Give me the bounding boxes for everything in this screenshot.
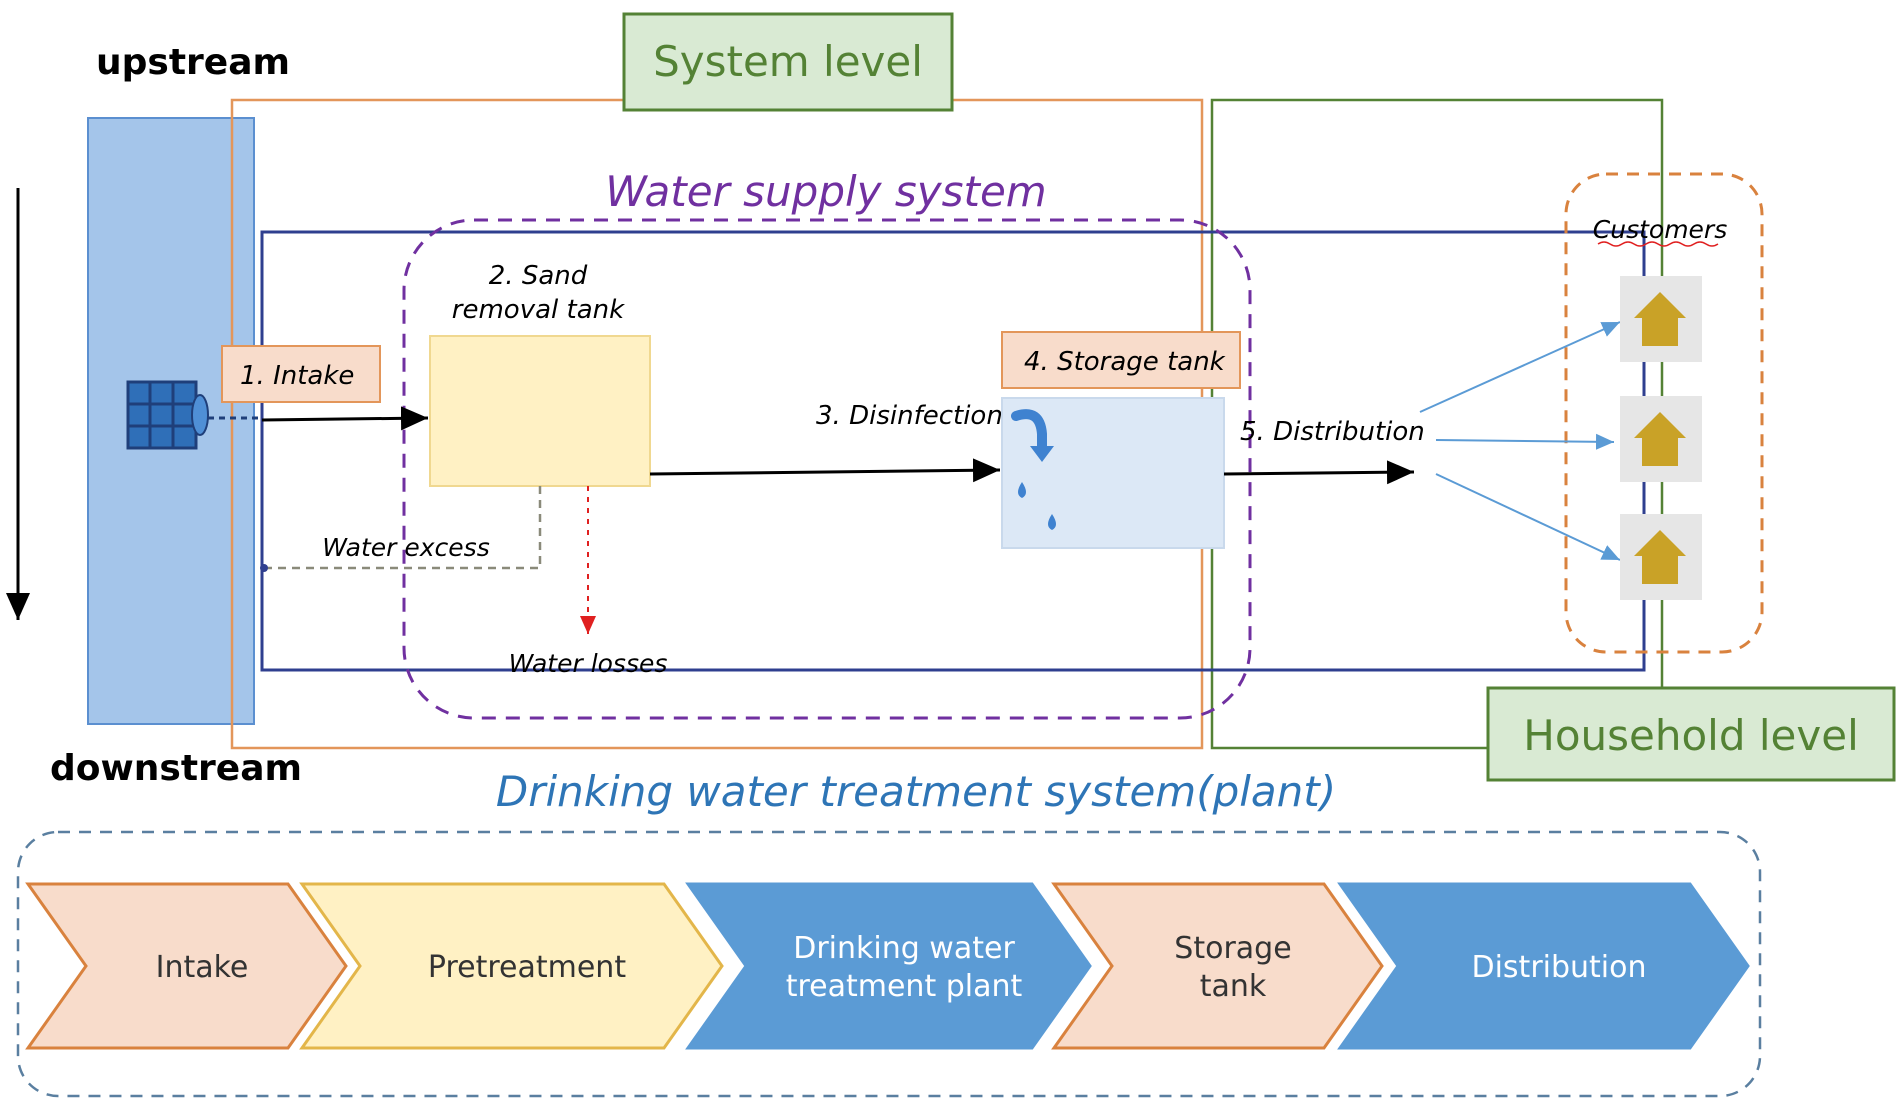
water-supply-system-title: Water supply system bbox=[605, 167, 1046, 216]
water-supply-system-frame bbox=[402, 218, 1252, 720]
drop-icon bbox=[1018, 482, 1026, 498]
process-step-chevron bbox=[685, 882, 1092, 1050]
process-step-label: Pretreatment bbox=[428, 950, 626, 985]
downstream-label: downstream bbox=[50, 748, 302, 789]
intake-step-label: 1. Intake bbox=[240, 361, 354, 391]
sand-removal-tank bbox=[429, 335, 651, 487]
house-icon bbox=[1620, 276, 1702, 362]
process-step-label: Drinking water bbox=[793, 931, 1015, 966]
process-step-chevron bbox=[1337, 882, 1750, 1050]
water-excess-line bbox=[262, 486, 542, 570]
water-excess-label: Water excess bbox=[322, 533, 489, 562]
process-step-label: Storage bbox=[1174, 931, 1291, 966]
process-step-chevron bbox=[25, 882, 348, 1050]
disinfection-label: 3. Disinfection bbox=[816, 401, 1003, 431]
process-step-label: treatment plant bbox=[786, 969, 1023, 1004]
customers-frame bbox=[1564, 172, 1764, 654]
house-icon bbox=[1620, 514, 1702, 600]
house-supply-arrow bbox=[1419, 321, 1621, 413]
household-level-box bbox=[1486, 686, 1896, 782]
system-level-label: System level bbox=[653, 37, 923, 86]
process-step-label: Distribution bbox=[1471, 950, 1646, 985]
customers-label: Customers bbox=[1593, 215, 1727, 244]
sand-tank-label-line1: 2. Sand bbox=[489, 261, 588, 291]
process-step-chevron bbox=[1051, 882, 1384, 1050]
curved-arrow-icon bbox=[1011, 409, 1047, 453]
house-supply-arrow bbox=[1435, 433, 1615, 450]
process-step-chevron bbox=[299, 882, 724, 1050]
disinfection-flow-arrow bbox=[649, 458, 1001, 483]
process-step-label: tank bbox=[1200, 969, 1267, 1004]
upstream-label: upstream bbox=[96, 42, 290, 83]
treatment-system-title: Drinking water treatment system(plant) bbox=[496, 767, 1336, 816]
sand-tank-label-line2: removal tank bbox=[452, 295, 625, 325]
storage-step-label: 4. Storage tank bbox=[1024, 347, 1226, 377]
intake-grid-icon bbox=[126, 380, 209, 450]
distribution-flow-arrow bbox=[1223, 460, 1415, 485]
process-step-label: Intake bbox=[156, 950, 249, 985]
drop-icon bbox=[1048, 514, 1056, 530]
intake-flow-arrow bbox=[261, 406, 429, 431]
distribution-label: 5. Distribution bbox=[1240, 417, 1425, 447]
water-losses-label: Water losses bbox=[509, 649, 668, 678]
system-level-box bbox=[622, 12, 954, 112]
house-supply-arrow bbox=[1435, 473, 1621, 561]
intake-step-box bbox=[221, 345, 381, 403]
process-chain: Intake Pretreatment Drinking watertreatmen… bbox=[25, 882, 1750, 1050]
process-chain-frame bbox=[16, 830, 1762, 1098]
house-icon bbox=[1620, 396, 1702, 482]
storage-step-box bbox=[1001, 331, 1241, 389]
household-level-label: Household level bbox=[1523, 711, 1859, 760]
